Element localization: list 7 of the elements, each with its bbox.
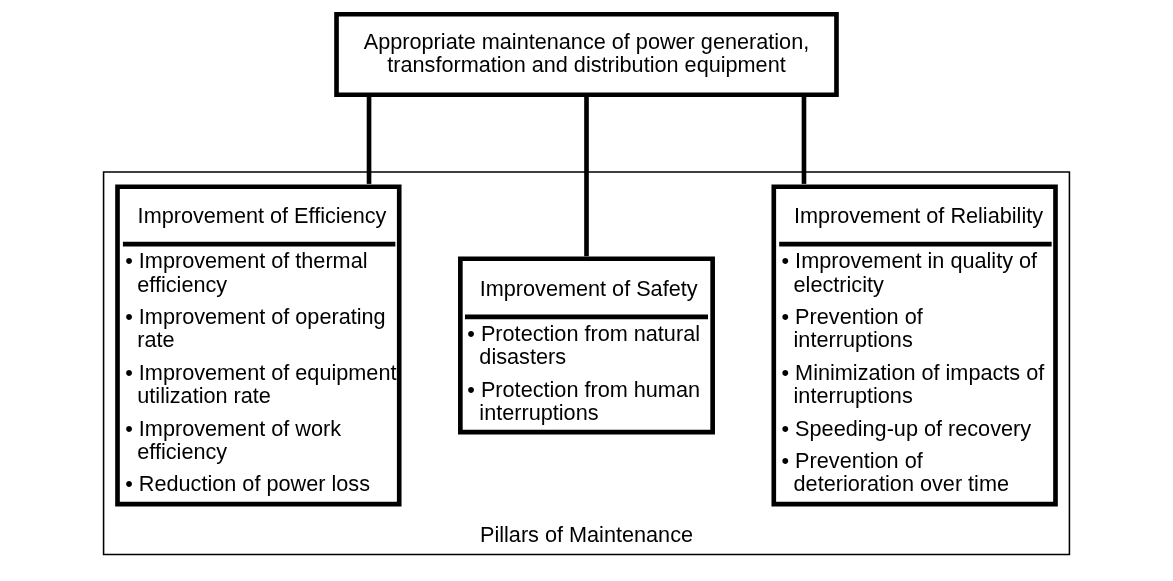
node-box: Improvement of Efficiency • Improvement of thermal efficiency • Improvement of operating rate • Improvement of equipment utilization rate • Improvement of work efficiency • Reduction of power loss (115, 184, 402, 507)
node-box: Appropriate maintenance of power generation, transformation and distribution equipment (334, 11, 839, 97)
connector (801, 94, 807, 184)
connector (366, 94, 372, 184)
node-box: Improvement of Safety • Protection from natural disasters • Protection from human interruptions (458, 256, 715, 435)
connector (584, 94, 589, 257)
node-box: Improvement of Reliability • Improvement in quality of electricity • Prevention of interruptions • Minimization of impacts of interruptions • Speeding-up of recovery • Prevention of deterioration over time (771, 184, 1058, 507)
